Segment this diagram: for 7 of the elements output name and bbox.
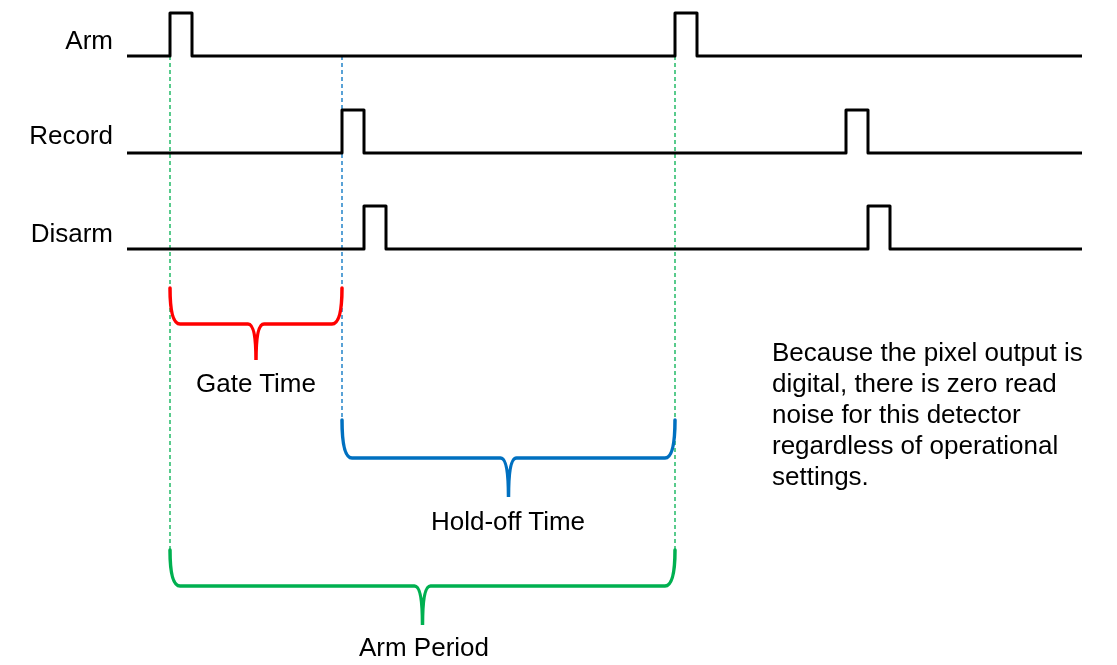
note-text: Because the pixel output is digital, there is zero read noise for this detector regardless of operational settings. — [772, 337, 1084, 492]
signal-label: Disarm — [30, 218, 113, 248]
interval-label: Hold-off Time — [430, 506, 586, 536]
signal-label: Record — [29, 120, 113, 150]
interval-label: Gate Time — [196, 368, 316, 398]
interval-label: Arm Period — [359, 632, 489, 662]
signal-label: Arm — [65, 25, 113, 55]
